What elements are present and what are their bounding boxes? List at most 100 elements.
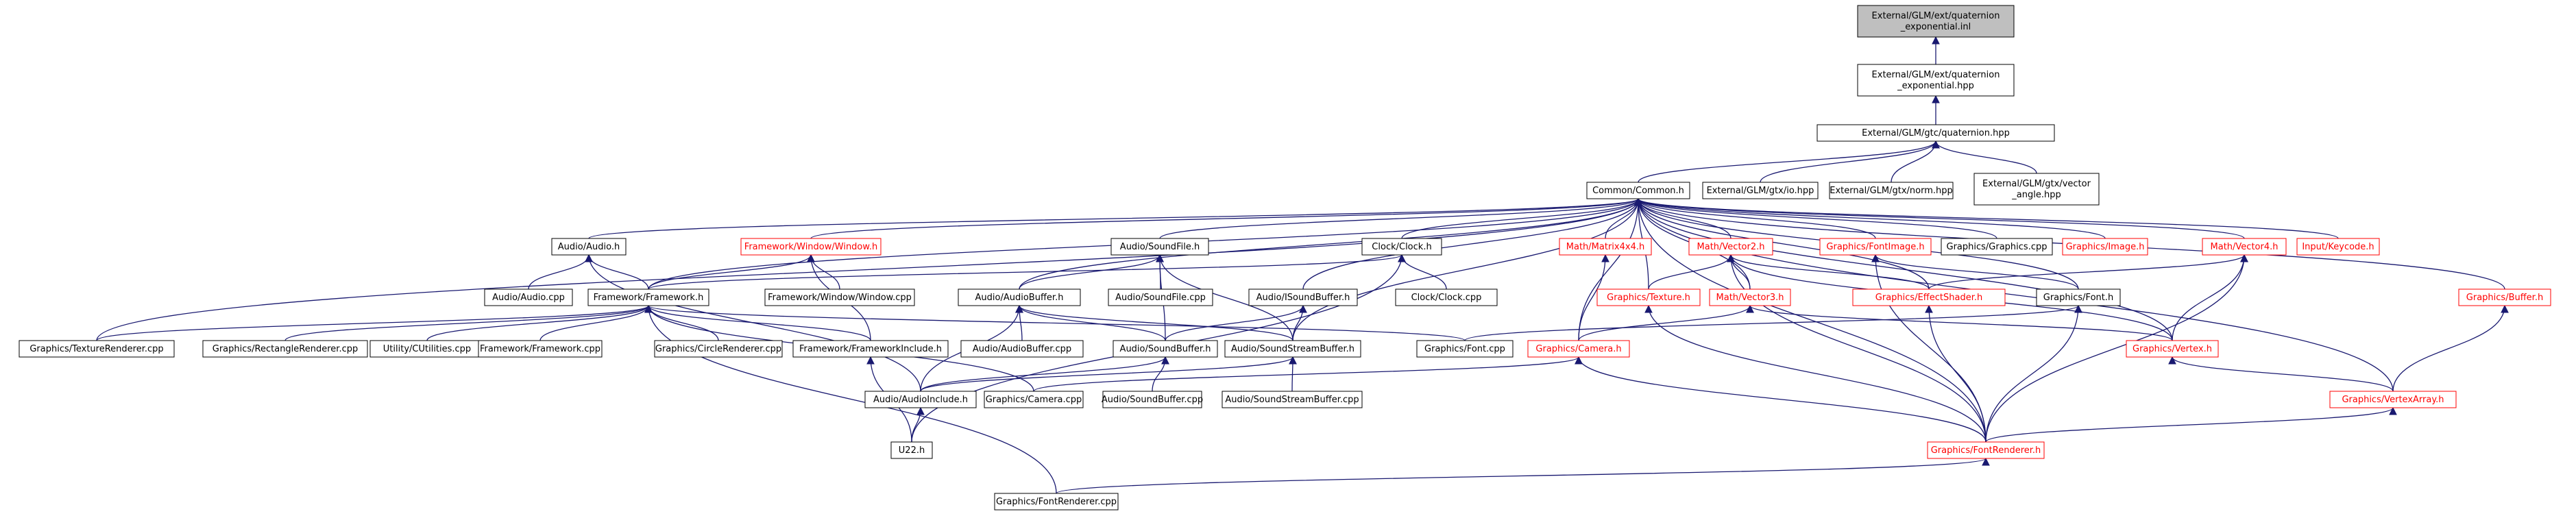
node-label: Clock/Clock.cpp xyxy=(1411,293,1482,303)
node-box xyxy=(1559,238,1652,256)
node-external-glm-gtx-norm-hpp[interactable]: External/GLM/gtx/norm.hpp xyxy=(1829,182,1954,199)
node-box xyxy=(764,288,915,306)
node-label: Framework/Framework.h xyxy=(594,293,704,303)
node-box xyxy=(1361,238,1442,256)
node-audio-soundbuffer-h[interactable]: Audio/SoundBuffer.h xyxy=(1113,340,1218,358)
node-audio-soundfile-h[interactable]: Audio/SoundFile.h xyxy=(1110,238,1209,256)
edge-n41-to-n3 xyxy=(1634,197,2173,341)
node-framework-framework-cpp[interactable]: Framework/Framework.cpp xyxy=(478,340,603,358)
node-box xyxy=(1819,238,1932,256)
node-clock-clock-h[interactable]: Clock/Clock.h xyxy=(1361,238,1442,256)
node-box xyxy=(1224,340,1361,358)
node-box xyxy=(958,288,1081,306)
edge-n9-to-n3 xyxy=(1159,197,1642,239)
node-label: Graphics/Camera.cpp xyxy=(986,395,1082,405)
node-math-vector2-h[interactable]: Math/Vector2.h xyxy=(1688,238,1773,256)
node-graphics-buffer-h[interactable]: Graphics/Buffer.h xyxy=(2458,288,2551,306)
node-audio-soundstreambuffer-cpp[interactable]: Audio/SoundStreamBuffer.cpp xyxy=(1222,391,1363,408)
node-audio-isoundbuffer-h[interactable]: Audio/ISoundBuffer.h xyxy=(1248,288,1358,306)
node-graphics-font-h[interactable]: Graphics/Font.h xyxy=(2036,288,2121,306)
node-graphics-graphics-cpp[interactable]: Graphics/Graphics.cpp xyxy=(1941,238,2053,256)
node-framework-window-window-cpp[interactable]: Framework/Window/Window.cpp xyxy=(764,288,915,306)
node-box xyxy=(984,391,1084,408)
node-common-common-h[interactable]: Common/Common.h xyxy=(1586,182,1690,199)
edge-n48-to-n28 xyxy=(1985,304,2082,443)
edge-n3-to-n2 xyxy=(1638,140,1940,183)
node-external-glm-ext-quaternion-exponential-hpp[interactable]: External/GLM/ext/quaternion_exponential.… xyxy=(1857,64,2015,97)
node-audio-audio-h[interactable]: Audio/Audio.h xyxy=(551,238,627,256)
edge-n39-to-n19 xyxy=(644,304,1466,341)
edge-n17-to-n3 xyxy=(1634,197,2339,239)
node-graphics-camera-cpp[interactable]: Graphics/Camera.cpp xyxy=(984,391,1084,408)
edge-n48-to-n16 xyxy=(1985,254,2248,443)
edge-n48-to-n13 xyxy=(1871,254,1986,443)
edge-n38-to-n23 xyxy=(1292,304,1307,341)
node-math-matrix4x4-h[interactable]: Math/Matrix4x4.h xyxy=(1559,238,1652,256)
edge-n16-to-n3 xyxy=(1634,197,2245,239)
edge-n35-to-n19 xyxy=(644,304,871,341)
node-external-glm-gtc-quaternion-hpp[interactable]: External/GLM/gtc/quaternion.hpp xyxy=(1816,124,2055,142)
node-box xyxy=(1596,288,1701,306)
edge-n19-to-n10 xyxy=(648,254,1406,290)
node-graphics-image-h[interactable]: Graphics/Image.h xyxy=(2062,238,2148,256)
edge-n13-to-n3 xyxy=(1634,197,1876,239)
node-u22-h[interactable]: U22.h xyxy=(890,441,933,459)
node-audio-audiobuffer-h[interactable]: Audio/AudioBuffer.h xyxy=(958,288,1081,306)
node-graphics-fontrenderer-cpp[interactable]: Graphics/FontRenderer.cpp xyxy=(994,493,1119,511)
node-math-vector3-h[interactable]: Math/Vector3.h xyxy=(1709,288,1791,306)
node-graphics-fontimage-h[interactable]: Graphics/FontImage.h xyxy=(1819,238,1932,256)
node-label: Audio/AudioBuffer.h xyxy=(975,293,1064,303)
node-graphics-vertex-h[interactable]: Graphics/Vertex.h xyxy=(2126,340,2219,358)
node-framework-framework-h[interactable]: Framework/Framework.h xyxy=(587,288,709,306)
edge-n37-to-n23 xyxy=(1165,304,1307,341)
node-audio-audiobuffer-cpp[interactable]: Audio/AudioBuffer.cpp xyxy=(960,340,1084,358)
node-label: Audio/SoundStreamBuffer.cpp xyxy=(1225,395,1359,405)
node-box xyxy=(478,340,603,358)
node-label: Framework/Framework.cpp xyxy=(480,344,600,354)
edges-layer xyxy=(96,36,2509,494)
node-label: Audio/Audio.h xyxy=(558,242,620,252)
node-box xyxy=(1248,288,1358,306)
edge-n23-to-n3 xyxy=(1302,197,1642,290)
edge-n4-to-n2 xyxy=(1760,140,1940,183)
node-label: Graphics/Font.cpp xyxy=(1424,344,1505,354)
node-graphics-texturerenderer-cpp[interactable]: Graphics/TextureRenderer.cpp xyxy=(19,340,175,358)
node-audio-soundfile-cpp[interactable]: Audio/SoundFile.cpp xyxy=(1108,288,1213,306)
node-external-glm-gtx-vector-angle-hpp[interactable]: External/GLM/gtx/vector_angle.hpp xyxy=(1973,173,2100,206)
node-box xyxy=(1108,288,1213,306)
node-graphics-rectanglerenderer-cpp[interactable]: Graphics/RectangleRenderer.cpp xyxy=(202,340,368,358)
node-label: Math/Matrix4x4.h xyxy=(1566,242,1644,252)
node-audio-soundbuffer-cpp[interactable]: Audio/SoundBuffer.cpp xyxy=(1102,391,1203,408)
node-audio-audioinclude-h[interactable]: Audio/AudioInclude.h xyxy=(864,391,977,408)
node-box xyxy=(1110,238,1209,256)
node-input-keycode-h[interactable]: Input/Keycode.h xyxy=(2296,238,2380,256)
node-utility-cutilities-cpp[interactable]: Utility/CUtilities.cpp xyxy=(369,340,485,358)
node-graphics-texture-h[interactable]: Graphics/Texture.h xyxy=(1596,288,1701,306)
edge-n21-to-n3 xyxy=(1019,197,1642,290)
edge-n42-to-n37 xyxy=(920,356,1169,392)
node-box xyxy=(1527,340,1630,358)
edge-n19-to-n7 xyxy=(585,254,649,290)
node-audio-soundstreambuffer-h[interactable]: Audio/SoundStreamBuffer.h xyxy=(1224,340,1361,358)
node-graphics-font-cpp[interactable]: Graphics/Font.cpp xyxy=(1416,340,1514,358)
node-box xyxy=(1395,288,1498,306)
node-label: Graphics/TextureRenderer.cpp xyxy=(29,344,163,354)
node-math-vector4-h[interactable]: Math/Vector4.h xyxy=(2202,238,2287,256)
edge-n48-to-n3 xyxy=(1634,197,1986,443)
node-graphics-circlerenderer-cpp[interactable]: Graphics/CircleRenderer.cpp xyxy=(654,340,783,358)
node-graphics-effectshader-h[interactable]: Graphics/EffectShader.h xyxy=(1852,288,2006,306)
node-graphics-fontrenderer-h[interactable]: Graphics/FontRenderer.h xyxy=(1927,441,2045,459)
node-framework-frameworkinclude-h[interactable]: Framework/FrameworkInclude.h xyxy=(792,340,949,358)
node-box xyxy=(484,288,573,306)
node-box xyxy=(1113,340,1218,358)
node-label: Audio/SoundBuffer.cpp xyxy=(1102,395,1203,405)
node-label: Audio/Audio.cpp xyxy=(492,293,565,303)
node-audio-audio-cpp[interactable]: Audio/Audio.cpp xyxy=(484,288,573,306)
edge-n7-to-n3 xyxy=(588,197,1642,239)
node-graphics-camera-h[interactable]: Graphics/Camera.h xyxy=(1527,340,1630,358)
node-graphics-vertexarray-h[interactable]: Graphics/VertexArray.h xyxy=(2329,391,2457,408)
node-clock-clock-cpp[interactable]: Clock/Clock.cpp xyxy=(1395,288,1498,306)
edge-n15-to-n3 xyxy=(1634,197,2106,239)
node-framework-window-window-h[interactable]: Framework/Window/Window.h xyxy=(740,238,882,256)
node-external-glm-gtx-io-hpp[interactable]: External/GLM/gtx/io.hpp xyxy=(1702,182,1819,199)
